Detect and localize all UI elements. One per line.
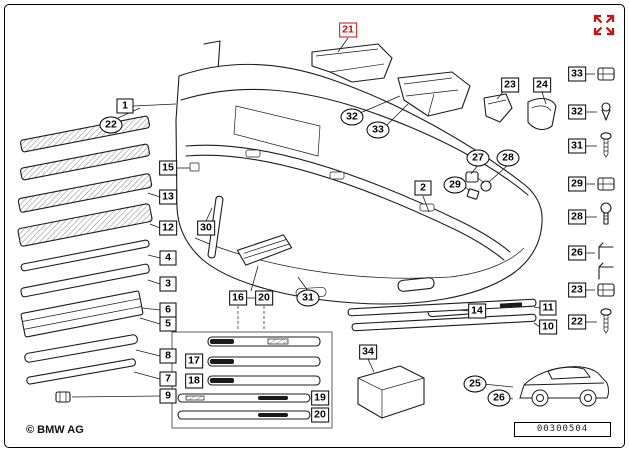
callout-3[interactable]: 3 (159, 276, 177, 292)
callout-19[interactable]: 19 (311, 390, 329, 406)
hardware-kit-box-drawing (357, 365, 425, 419)
callout-28[interactable]: 28 (568, 209, 586, 225)
callout-11[interactable]: 11 (539, 300, 557, 316)
callout-10[interactable]: 10 (539, 319, 557, 335)
callout-2[interactable]: 2 (414, 180, 432, 196)
foam-pad-drawing (311, 43, 393, 83)
callout-23[interactable]: 23 (501, 77, 519, 93)
callout-32[interactable]: 32 (340, 108, 364, 126)
callout-15[interactable]: 15 (159, 160, 177, 176)
callout-34[interactable]: 34 (359, 344, 377, 360)
bracket-32-33-drawing (397, 71, 471, 117)
callout-31[interactable]: 31 (296, 289, 320, 307)
callout-32[interactable]: 32 (568, 104, 586, 120)
callout-31[interactable]: 31 (568, 138, 586, 154)
callout-25[interactable]: 25 (463, 375, 487, 393)
lower-strips-drawing (347, 298, 537, 332)
car-icon (519, 366, 609, 407)
centre-moulding-drawing (207, 195, 293, 266)
expand-icon[interactable] (591, 12, 617, 38)
callout-6[interactable]: 6 (159, 302, 177, 318)
callout-7[interactable]: 7 (159, 371, 177, 387)
callout-27[interactable]: 27 (466, 149, 490, 167)
callout-26[interactable]: 26 (568, 245, 586, 261)
leader-lines (71, 37, 597, 400)
support-24-drawing (527, 97, 557, 131)
callout-22[interactable]: 22 (99, 116, 123, 134)
callout-28[interactable]: 28 (496, 149, 520, 167)
diagram-number: 00300504 (514, 422, 611, 437)
callout-5[interactable]: 5 (159, 316, 177, 332)
callout-20[interactable]: 20 (311, 407, 329, 423)
callout-13[interactable]: 13 (159, 189, 177, 205)
callout-4[interactable]: 4 (159, 250, 177, 266)
callout-9[interactable]: 9 (159, 388, 177, 404)
callout-30[interactable]: 30 (197, 220, 215, 236)
support-23-drawing (483, 93, 513, 123)
callout-12[interactable]: 12 (159, 220, 177, 236)
construction-lines (237, 306, 265, 331)
callout-18[interactable]: 18 (185, 373, 203, 389)
callout-21[interactable]: 21 (339, 22, 357, 38)
trim-strip-set-drawing (171, 331, 333, 429)
copyright-text: © BMW AG (26, 424, 84, 436)
callout-22[interactable]: 22 (568, 314, 586, 330)
grille-strips-drawing (17, 115, 153, 403)
callout-23[interactable]: 23 (568, 282, 586, 298)
callout-16[interactable]: 16 (229, 290, 247, 306)
callout-1[interactable]: 1 (116, 98, 134, 114)
callout-29[interactable]: 29 (443, 176, 467, 194)
sensor-parts-drawing (465, 171, 492, 200)
callout-33[interactable]: 33 (568, 66, 586, 82)
callout-26[interactable]: 26 (487, 389, 511, 407)
callout-33[interactable]: 33 (366, 121, 390, 139)
callout-20[interactable]: 20 (255, 290, 273, 306)
callout-24[interactable]: 24 (533, 77, 551, 93)
small-clip-part-drawing (55, 391, 71, 403)
callout-17[interactable]: 17 (185, 353, 203, 369)
callout-14[interactable]: 14 (468, 303, 486, 319)
callout-8[interactable]: 8 (159, 348, 177, 364)
callout-29[interactable]: 29 (568, 176, 586, 192)
